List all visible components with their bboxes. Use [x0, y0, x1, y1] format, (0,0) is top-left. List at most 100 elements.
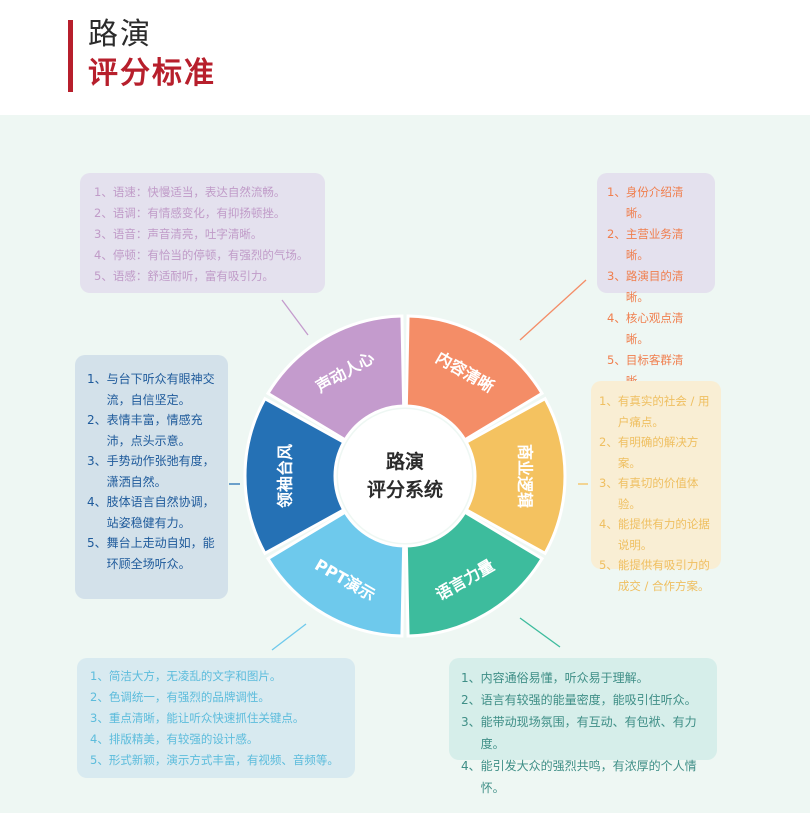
criteria-item-number: 3、 [607, 269, 626, 283]
segment-label: 商业逻辑 [516, 444, 535, 508]
center-title-line2: 评分系统 [367, 478, 443, 501]
page-title-line1: 路演 [88, 17, 152, 52]
segment-content-clarity [404, 314, 545, 442]
segment-voice-appeal [265, 314, 406, 442]
criteria-item-text: 语言有较强的能量密度，能吸引住听众。 [480, 693, 697, 707]
criteria-item-text: 简洁大方，无凌乱的文字和图片。 [108, 669, 282, 683]
criteria-item: 3、有真切的价值体验。 [599, 473, 713, 514]
criteria-item-number: 1、 [94, 185, 113, 199]
criteria-item-text: 有真切的价值体验。 [617, 476, 699, 511]
criteria-item-text: 表情丰富，情感充沛，点头示意。 [106, 413, 203, 448]
criteria-item: 1、简洁大方，无凌乱的文字和图片。 [90, 666, 342, 687]
criteria-item-number: 2、 [599, 435, 618, 449]
criteria-item-number: 4、 [90, 732, 109, 746]
segment-ppt-presentation [265, 510, 406, 638]
criteria-item-text: 手势动作张弛有度，潇洒自然。 [106, 454, 215, 489]
criteria-item-number: 5、 [87, 536, 107, 550]
criteria-item-text: 内容通俗易懂，听众易于理解。 [480, 671, 649, 685]
criteria-item-number: 2、 [90, 690, 109, 704]
connector-line-language [519, 617, 561, 648]
criteria-item-text: 与台下听众有眼神交流，自信坚定。 [106, 372, 215, 407]
criteria-item: 4、肢体语言自然协调，站姿稳健有力。 [87, 492, 216, 533]
criteria-item-text: 语调：有情感变化，有抑扬顿挫。 [112, 206, 286, 220]
criteria-item: 1、语速：快慢适当，表达自然流畅。 [94, 182, 311, 203]
criteria-item-text: 停顿：有恰当的停顿，有强烈的气场。 [112, 248, 309, 262]
criteria-item: 4、能提供有力的论据说明。 [599, 514, 713, 555]
criteria-item: 3、重点清晰，能让听众快速抓住关键点。 [90, 708, 342, 729]
criteria-item-number: 2、 [607, 227, 626, 241]
criteria-item-number: 4、 [607, 311, 626, 325]
criteria-item: 5、语感：舒适耐听，富有吸引力。 [94, 266, 311, 287]
criteria-box-content: 1、身份介绍清晰。2、主营业务清晰。3、路演目的清晰。4、核心观点清晰。5、目标… [597, 173, 715, 388]
segment-label: 领袖台风 [276, 444, 295, 508]
criteria-item-text: 身份介绍清晰。 [625, 185, 684, 220]
criteria-item: 5、形式新颖，演示方式丰富，有视频、音频等。 [90, 750, 342, 771]
criteria-item-number: 3、 [90, 711, 109, 725]
criteria-item: 5、能提供有吸引力的成交 / 合作方案。 [599, 555, 713, 596]
criteria-item-text: 有明确的解决方案。 [617, 435, 699, 470]
criteria-item: 2、色调统一，有强烈的品牌调性。 [90, 687, 342, 708]
criteria-item: 1、身份介绍清晰。 [607, 182, 705, 224]
criteria-item-number: 5、 [599, 558, 618, 572]
criteria-item: 3、手势动作张弛有度，潇洒自然。 [87, 451, 216, 492]
criteria-item-number: 2、 [461, 693, 481, 707]
criteria-item-text: 有真实的社会 / 用户痛点。 [617, 394, 710, 429]
criteria-item-text: 核心观点清晰。 [625, 311, 684, 346]
criteria-item: 4、停顿：有恰当的停顿，有强烈的气场。 [94, 245, 311, 266]
criteria-item-number: 4、 [599, 517, 618, 531]
criteria-item: 3、路演目的清晰。 [607, 266, 705, 308]
criteria-item-number: 5、 [90, 753, 109, 767]
connector-line-voice [281, 299, 309, 336]
page-title-line2: 评分标准 [88, 56, 216, 91]
criteria-item: 1、内容通俗易懂，听众易于理解。 [461, 667, 705, 689]
criteria-item-number: 1、 [90, 669, 109, 683]
criteria-item: 2、表情丰富，情感充沛，点头示意。 [87, 410, 216, 451]
criteria-item-number: 3、 [94, 227, 113, 241]
criteria-item-text: 色调统一，有强烈的品牌调性。 [108, 690, 270, 704]
criteria-item: 2、语调：有情感变化，有抑扬顿挫。 [94, 203, 311, 224]
criteria-item-text: 能带动现场氛围，有互动、有包袱、有力度。 [480, 715, 697, 751]
criteria-item: 3、语音：声音清亮，吐字清晰。 [94, 224, 311, 245]
criteria-item-text: 主营业务清晰。 [625, 227, 684, 262]
connector-line-ppt [271, 623, 307, 651]
criteria-item: 1、有真实的社会 / 用户痛点。 [599, 391, 713, 432]
center-hub [338, 409, 472, 543]
criteria-item-text: 能引发大众的强烈共鸣，有浓厚的个人情怀。 [480, 759, 697, 795]
criteria-item-number: 4、 [461, 759, 481, 773]
criteria-item-number: 3、 [599, 476, 618, 490]
criteria-item-text: 形式新颖，演示方式丰富，有视频、音频等。 [108, 753, 339, 767]
criteria-box-voice: 1、语速：快慢适当，表达自然流畅。2、语调：有情感变化，有抑扬顿挫。3、语音：声… [80, 173, 325, 293]
title-accent-bar [68, 20, 73, 92]
criteria-item-text: 语感：舒适耐听，富有吸引力。 [112, 269, 274, 283]
criteria-item-number: 1、 [87, 372, 107, 386]
criteria-box-ppt: 1、简洁大方，无凌乱的文字和图片。2、色调统一，有强烈的品牌调性。3、重点清晰，… [77, 658, 355, 778]
criteria-box-presence: 1、与台下听众有眼神交流，自信坚定。2、表情丰富，情感充沛，点头示意。3、手势动… [75, 355, 228, 599]
page-header: 路演 评分标准 [0, 0, 810, 115]
criteria-item-text: 重点清晰，能让听众快速抓住关键点。 [108, 711, 305, 725]
criteria-item-number: 5、 [607, 353, 626, 367]
segment-leader-presence [243, 396, 346, 556]
criteria-item-text: 语音：声音清亮，吐字清晰。 [112, 227, 263, 241]
criteria-item-number: 3、 [87, 454, 107, 468]
criteria-item: 2、语言有较强的能量密度，能吸引住听众。 [461, 689, 705, 711]
criteria-item-text: 能提供有力的论据说明。 [617, 517, 710, 552]
criteria-item: 2、有明确的解决方案。 [599, 432, 713, 473]
criteria-item: 2、主营业务清晰。 [607, 224, 705, 266]
criteria-item: 4、核心观点清晰。 [607, 308, 705, 350]
segment-business-logic [464, 396, 567, 556]
criteria-item-number: 4、 [87, 495, 107, 509]
criteria-item: 5、舞台上走动自如，能环顾全场听众。 [87, 533, 216, 574]
criteria-item-text: 能提供有吸引力的成交 / 合作方案。 [617, 558, 710, 593]
criteria-item-number: 1、 [607, 185, 626, 199]
criteria-item-number: 4、 [94, 248, 113, 262]
criteria-item-text: 肢体语言自然协调，站姿稳健有力。 [106, 495, 215, 530]
segment-language-power [404, 510, 545, 638]
criteria-item: 4、能引发大众的强烈共鸣，有浓厚的个人情怀。 [461, 755, 705, 799]
criteria-item: 4、排版精美，有较强的设计感。 [90, 729, 342, 750]
criteria-box-language-power: 1、内容通俗易懂，听众易于理解。2、语言有较强的能量密度，能吸引住听众。3、能带… [449, 658, 717, 795]
criteria-item-number: 1、 [461, 671, 481, 685]
criteria-item-text: 语速：快慢适当，表达自然流畅。 [112, 185, 286, 199]
criteria-item-text: 路演目的清晰。 [625, 269, 684, 304]
center-title-line1: 路演 [386, 450, 424, 473]
